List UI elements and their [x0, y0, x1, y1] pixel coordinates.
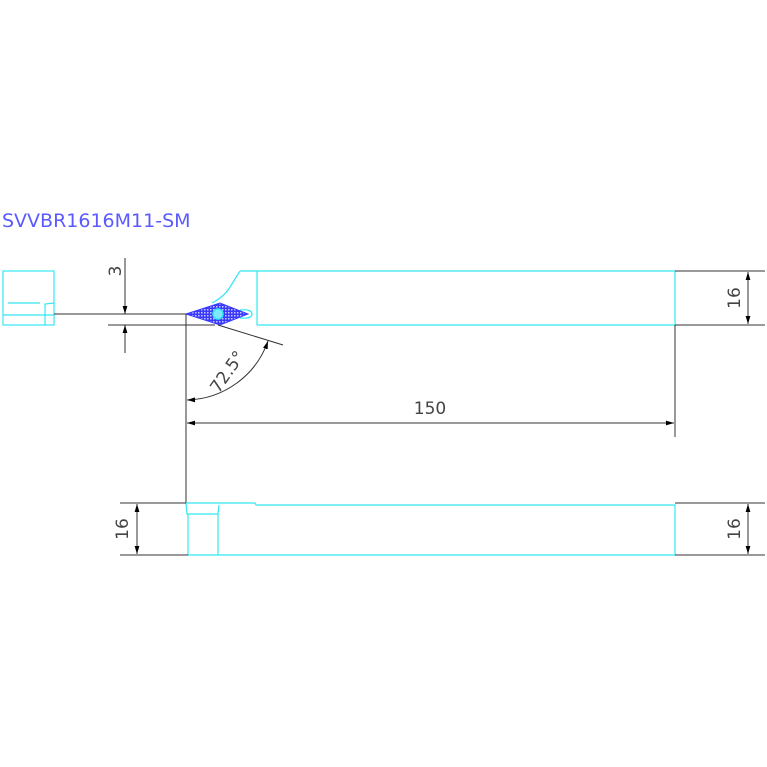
part-number-title: SVVBR1616M11-SM	[2, 210, 191, 232]
insert	[184, 302, 250, 326]
dimension-width-left: 16	[113, 502, 188, 556]
top-view-shank	[211, 270, 676, 326]
dimension-width-right: 16	[675, 502, 765, 556]
dimension-length: 150	[187, 399, 674, 426]
width-left-label: 16	[113, 518, 133, 540]
dimension-height-top: 16	[675, 270, 765, 326]
length-label: 150	[414, 399, 446, 419]
width-right-label: 16	[725, 518, 745, 540]
dimension-offset: 3	[106, 258, 128, 353]
angle-label: 72.5°	[206, 347, 249, 396]
bottom-view-shank	[185, 502, 676, 556]
height-top-label: 16	[725, 287, 745, 309]
offset-label: 3	[106, 266, 126, 277]
end-view	[2, 270, 55, 326]
dimension-angle: 72.5°	[186, 340, 269, 403]
